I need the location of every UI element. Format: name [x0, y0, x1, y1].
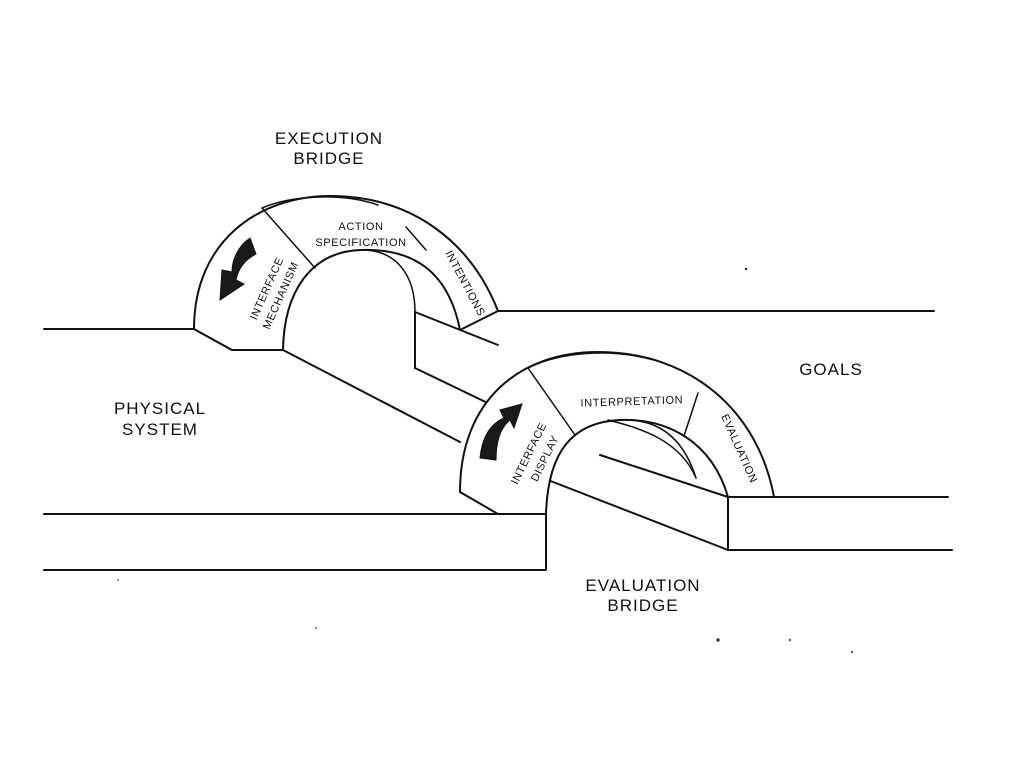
execution-bridge-title-line2: BRIDGE: [293, 149, 364, 168]
execution-segment-action-line2: SPECIFICATION: [315, 237, 406, 249]
execution-arch-back-rim: [261, 196, 379, 209]
right-lower-ledge-face: [727, 496, 953, 551]
execution-arch-inner: [282, 249, 416, 351]
execution-bridge-title-line1: EXECUTION: [275, 129, 383, 148]
evaluation-divider-1: [527, 367, 576, 436]
channel-lower-edge: [414, 367, 499, 409]
evaluation-arch-back-rim: [527, 352, 655, 369]
evaluation-bridge: INTERPRETATION INTERFACE DISPLAY EVALUAT…: [459, 351, 775, 515]
physical-system-label-line2: SYSTEM: [122, 420, 198, 439]
main-labels: EXECUTION BRIDGE PHYSICAL SYSTEM GOALS E…: [114, 129, 863, 615]
left-lower-ledge: [43, 513, 547, 571]
evaluation-bridge-title-line1: EVALUATION: [585, 576, 700, 595]
execution-divider-2: [405, 226, 427, 251]
evaluation-arrow-icon: [479, 403, 523, 461]
evaluation-segment-interpretation: INTERPRETATION: [580, 394, 683, 410]
execution-divider-1: [261, 207, 316, 269]
slope-left-edge: [282, 349, 461, 443]
evaluation-arch-inner-back: [607, 419, 697, 479]
evaluation-bridge-title-line2: BRIDGE: [607, 596, 678, 615]
channel-right-top: [599, 454, 729, 498]
gulf-channel: [282, 311, 729, 551]
evaluation-divider-2: [683, 392, 699, 437]
physical-system-label-line1: PHYSICAL: [114, 399, 206, 418]
goals-label: GOALS: [799, 360, 863, 379]
execution-segment-action-line1: ACTION: [338, 221, 383, 233]
channel-upper-edge: [414, 311, 499, 346]
evaluation-divider-3: [459, 491, 499, 515]
scan-specks: [117, 267, 853, 653]
evaluation-arch-inner: [545, 419, 697, 515]
execution-arrow-icon: [219, 237, 257, 301]
channel-right-bottom: [547, 479, 729, 551]
